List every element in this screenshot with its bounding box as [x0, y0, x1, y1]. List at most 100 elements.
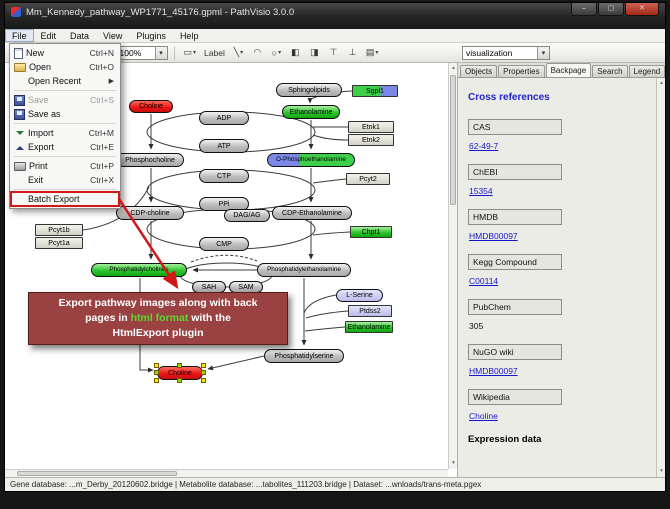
pathway-node-ethanolamine[interactable]: Ethanolamine: [345, 321, 393, 333]
canvas-vertical-scrollbar[interactable]: ▲ ▼: [448, 63, 457, 469]
tab-search[interactable]: Search: [592, 65, 628, 77]
pathway-node-pcyt1b[interactable]: Pcyt1b: [35, 224, 83, 236]
selection-handle[interactable]: [201, 370, 206, 375]
pathway-node-chpt1[interactable]: Chpt1: [350, 226, 392, 238]
app-icon: [11, 7, 21, 17]
menu-plugins[interactable]: Plugins: [136, 30, 166, 41]
menu-item-batch-export[interactable]: Batch Export: [10, 191, 120, 207]
tab-properties[interactable]: Properties: [498, 65, 545, 77]
print-icon: [14, 162, 26, 171]
pathway-node-ctp[interactable]: CTP: [199, 169, 249, 183]
scrollbar-thumb[interactable]: [450, 75, 456, 205]
pathway-node-phosphocholine[interactable]: Phosphocholine: [116, 153, 184, 167]
align-top-tool[interactable]: ⊤: [325, 45, 342, 61]
pathway-node-phosphatidylserine[interactable]: Phosphatidylserine: [264, 349, 344, 363]
align-left-tool[interactable]: ◧: [287, 45, 304, 61]
xref-link[interactable]: HMDB00097: [469, 231, 518, 241]
menu-help[interactable]: Help: [179, 30, 199, 41]
pathway-node-ppi[interactable]: PPi: [199, 197, 249, 211]
menu-separator: [14, 123, 116, 124]
xref-link[interactable]: 62-49-7: [469, 141, 499, 151]
label-tool[interactable]: Label: [201, 45, 228, 61]
menu-view[interactable]: View: [103, 30, 123, 41]
selection-handle[interactable]: [154, 370, 159, 375]
selection-handle[interactable]: [177, 378, 182, 383]
tab-objects[interactable]: Objects: [460, 65, 498, 77]
zoom-dropdown-icon[interactable]: ▾: [154, 46, 167, 59]
selection-handle[interactable]: [154, 363, 159, 368]
pathway-node-pcyt2[interactable]: Pcyt2: [346, 173, 390, 185]
pathway-node-choline[interactable]: Choline: [154, 363, 206, 383]
selection-handle[interactable]: [177, 363, 182, 368]
pathway-node-cmp[interactable]: CMP: [199, 237, 249, 251]
pathway-node-sam[interactable]: SAM: [229, 281, 263, 293]
menu-edit[interactable]: Edit: [40, 30, 57, 41]
menu-data[interactable]: Data: [70, 30, 90, 41]
tab-legend[interactable]: Legend: [628, 65, 666, 77]
visualization-value: visualization: [466, 47, 513, 58]
selection-handle[interactable]: [201, 363, 206, 368]
visualization-combobox[interactable]: visualization ▾: [462, 45, 550, 60]
scroll-up-icon[interactable]: ▲: [451, 65, 456, 71]
visualization-dropdown-icon[interactable]: ▾: [537, 46, 549, 59]
pathway-node-phosphatidylcholines[interactable]: Phosphatidylcholines: [91, 263, 187, 277]
menu-item-save-as[interactable]: Save as: [11, 107, 119, 121]
pathway-node-etnk1[interactable]: Etnk1: [348, 121, 394, 133]
pathway-node-sgpl1[interactable]: Sgpl1: [352, 85, 398, 97]
pathway-node-ptdss2[interactable]: Ptdss2: [348, 305, 392, 317]
scroll-down-icon[interactable]: ▼: [451, 460, 456, 466]
canvas-horizontal-scrollbar[interactable]: [5, 469, 448, 477]
zoom-combobox[interactable]: 100% ▾: [115, 45, 168, 60]
stack-tool[interactable]: ▤▾: [363, 45, 382, 61]
pathway-node-cdp-ethanolamine[interactable]: CDP-Ethanolamine: [272, 206, 352, 220]
align-right-tool[interactable]: ◨: [306, 45, 323, 61]
align-bottom-tool[interactable]: ⊥: [344, 45, 361, 61]
xref-link[interactable]: HMDB00097: [469, 366, 518, 376]
align-bottom-tool-icon: ⊥: [348, 47, 357, 57]
callout-line1: Export pathway images along with back: [58, 297, 258, 309]
pathway-node-adp[interactable]: ADP: [199, 111, 249, 125]
line-tool[interactable]: ╲▾: [230, 45, 247, 61]
pathway-node-atp[interactable]: ATP: [199, 139, 249, 153]
datanode-tool-icon: ▭: [183, 47, 193, 57]
dropdown-icon: ▾: [193, 50, 197, 56]
minimize-button[interactable]: –: [571, 3, 597, 16]
scrollbar-thumb[interactable]: [17, 471, 177, 476]
pathway-node-sphingolipids[interactable]: Sphingolipids: [276, 83, 342, 97]
pathway-node-phosphatidylethanolamine[interactable]: Phosphatidylethanolamine: [257, 263, 351, 277]
panel-scrollbar[interactable]: ▲ ▼: [656, 78, 665, 477]
pathway-node-l-serine[interactable]: L-Serine: [336, 289, 383, 302]
scroll-down-icon[interactable]: ▼: [659, 468, 664, 474]
shape-tool[interactable]: ○▾: [268, 45, 285, 61]
scroll-up-icon[interactable]: ▲: [659, 80, 664, 86]
selection-handle[interactable]: [154, 378, 159, 383]
menu-file[interactable]: File: [5, 29, 34, 42]
pathway-node-ethanolamine[interactable]: Ethanolamine: [282, 105, 340, 119]
pathway-node-choline[interactable]: Choline: [129, 100, 173, 113]
menu-item-open-recent[interactable]: Open Recent▶: [11, 74, 119, 88]
align-top-tool-icon: ⊤: [329, 47, 338, 57]
pathway-node-dag-ag[interactable]: DAG/AG: [224, 209, 270, 222]
xref-link[interactable]: Choline: [469, 411, 498, 421]
pathway-node-etnk2[interactable]: Etnk2: [348, 134, 394, 146]
title-bar[interactable]: Mm_Kennedy_pathway_WP1771_45176.gpml - P…: [5, 3, 665, 29]
tab-backpage[interactable]: Backpage: [545, 63, 592, 77]
xref-link[interactable]: C00114: [469, 276, 499, 286]
selection-handle[interactable]: [201, 378, 206, 383]
pathway-node-cdp-choline[interactable]: CDP-choline: [116, 206, 184, 220]
close-button[interactable]: ✕: [625, 3, 659, 16]
xref-link[interactable]: 15354: [469, 186, 493, 196]
arc-tool[interactable]: ◠: [249, 45, 266, 61]
datanode-tool[interactable]: ▭▾: [181, 45, 200, 61]
maximize-button[interactable]: ▢: [598, 3, 624, 16]
pathway-node-pcyt1a[interactable]: Pcyt1a: [35, 237, 83, 249]
pathway-node-o-phosphoethanolamine[interactable]: O-Phosphoethanolamine: [267, 153, 355, 167]
